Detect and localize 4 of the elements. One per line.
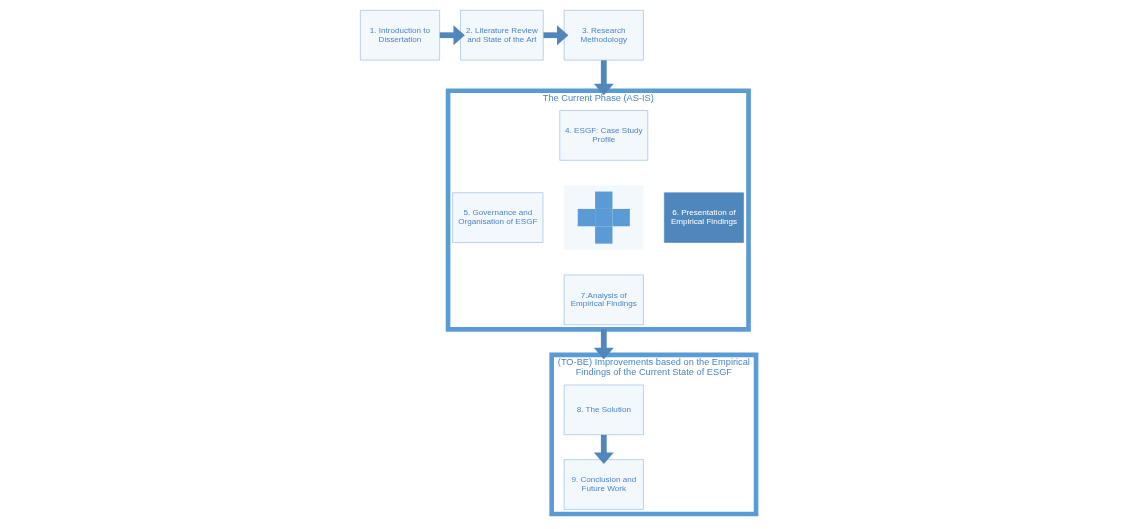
arrow: [593, 434, 614, 464]
node-plus: [564, 185, 644, 251]
arrow: [593, 60, 614, 96]
arrow: [593, 329, 614, 360]
